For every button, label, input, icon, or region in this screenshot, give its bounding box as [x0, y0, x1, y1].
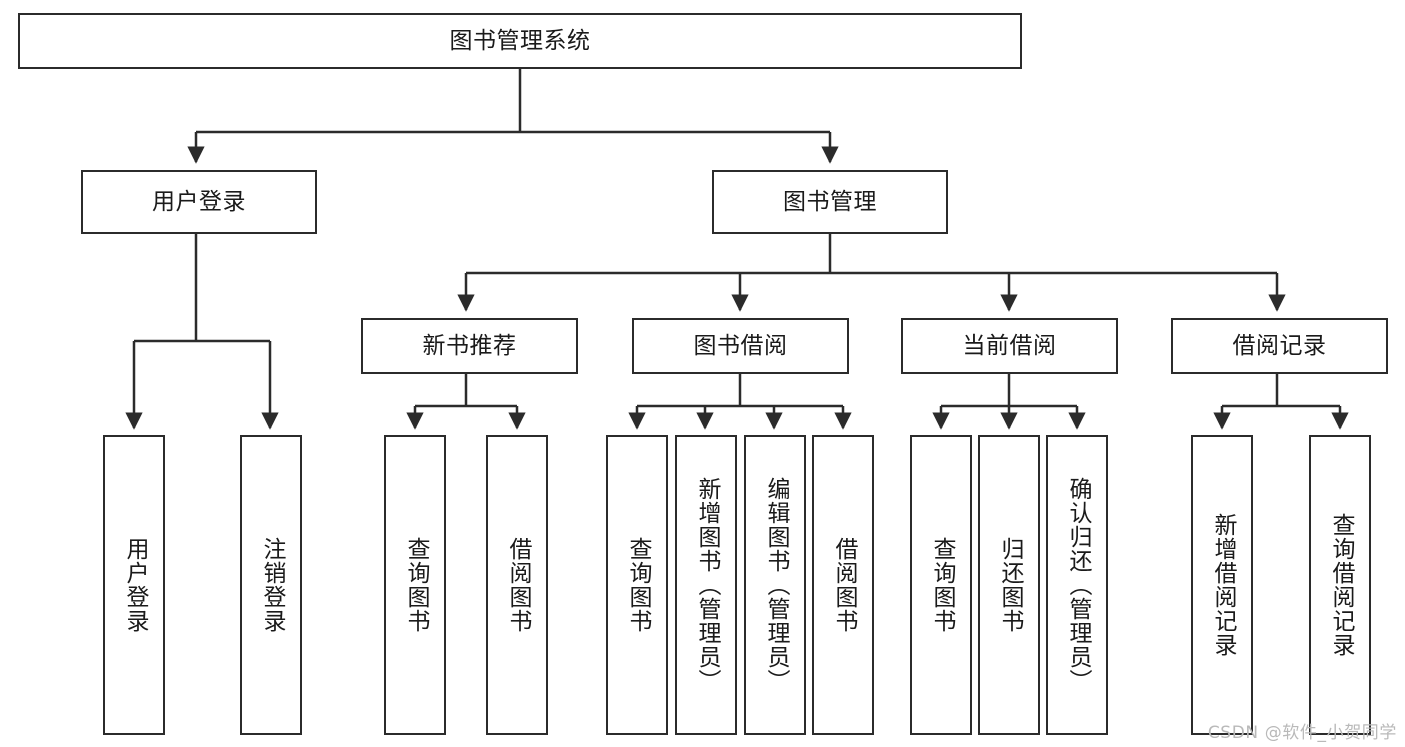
leaf-edit-book[interactable]: 编辑图书（管理员） — [744, 435, 806, 735]
leaf-add-book[interactable]: 新增图书（管理员） — [675, 435, 737, 735]
leaf-label: 新增图书（管理员） — [693, 477, 720, 693]
node-label: 图书管理 — [783, 188, 877, 215]
node-borrow-record[interactable]: 借阅记录 — [1171, 318, 1388, 374]
leaf-label: 归还图书 — [996, 537, 1023, 633]
leaf-borrow-book-recommend[interactable]: 借阅图书 — [486, 435, 548, 735]
leaf-label: 注销登录 — [258, 537, 285, 633]
node-label: 图书管理系统 — [449, 27, 591, 54]
leaf-query-borrow-record[interactable]: 查询借阅记录 — [1309, 435, 1371, 735]
node-label: 当前借阅 — [962, 332, 1057, 359]
node-label: 用户登录 — [152, 188, 246, 215]
node-new-book-recommend[interactable]: 新书推荐 — [361, 318, 578, 374]
leaf-label: 确认归还（管理员） — [1064, 477, 1091, 693]
csdn-watermark: CSDN @软件_小贺同学 — [1207, 723, 1397, 743]
leaf-label: 新增借阅记录 — [1209, 513, 1236, 657]
leaf-label: 编辑图书（管理员） — [762, 477, 789, 693]
node-user-login[interactable]: 用户登录 — [81, 170, 317, 234]
leaf-query-book-recommend[interactable]: 查询图书 — [384, 435, 446, 735]
leaf-label: 查询图书 — [624, 537, 651, 633]
leaf-label: 用户登录 — [121, 537, 148, 633]
leaf-query-book-current[interactable]: 查询图书 — [910, 435, 972, 735]
node-book-borrow[interactable]: 图书借阅 — [632, 318, 849, 374]
node-current-borrow[interactable]: 当前借阅 — [901, 318, 1118, 374]
node-root-system[interactable]: 图书管理系统 — [18, 13, 1022, 69]
leaf-label: 查询图书 — [402, 537, 429, 633]
leaf-label: 借阅图书 — [830, 537, 857, 633]
leaf-label: 查询图书 — [928, 537, 955, 633]
leaf-return-book[interactable]: 归还图书 — [978, 435, 1040, 735]
leaf-confirm-return[interactable]: 确认归还（管理员） — [1046, 435, 1108, 735]
leaf-query-book-borrow[interactable]: 查询图书 — [606, 435, 668, 735]
node-book-management[interactable]: 图书管理 — [712, 170, 948, 234]
leaf-label: 查询借阅记录 — [1327, 513, 1354, 657]
leaf-user-login[interactable]: 用户登录 — [103, 435, 165, 735]
leaf-label: 借阅图书 — [504, 537, 531, 633]
leaf-borrow-book[interactable]: 借阅图书 — [812, 435, 874, 735]
leaf-add-borrow-record[interactable]: 新增借阅记录 — [1191, 435, 1253, 735]
node-label: 新书推荐 — [422, 332, 517, 359]
leaf-user-logout[interactable]: 注销登录 — [240, 435, 302, 735]
node-label: 图书借阅 — [693, 332, 788, 359]
node-label: 借阅记录 — [1232, 332, 1327, 359]
